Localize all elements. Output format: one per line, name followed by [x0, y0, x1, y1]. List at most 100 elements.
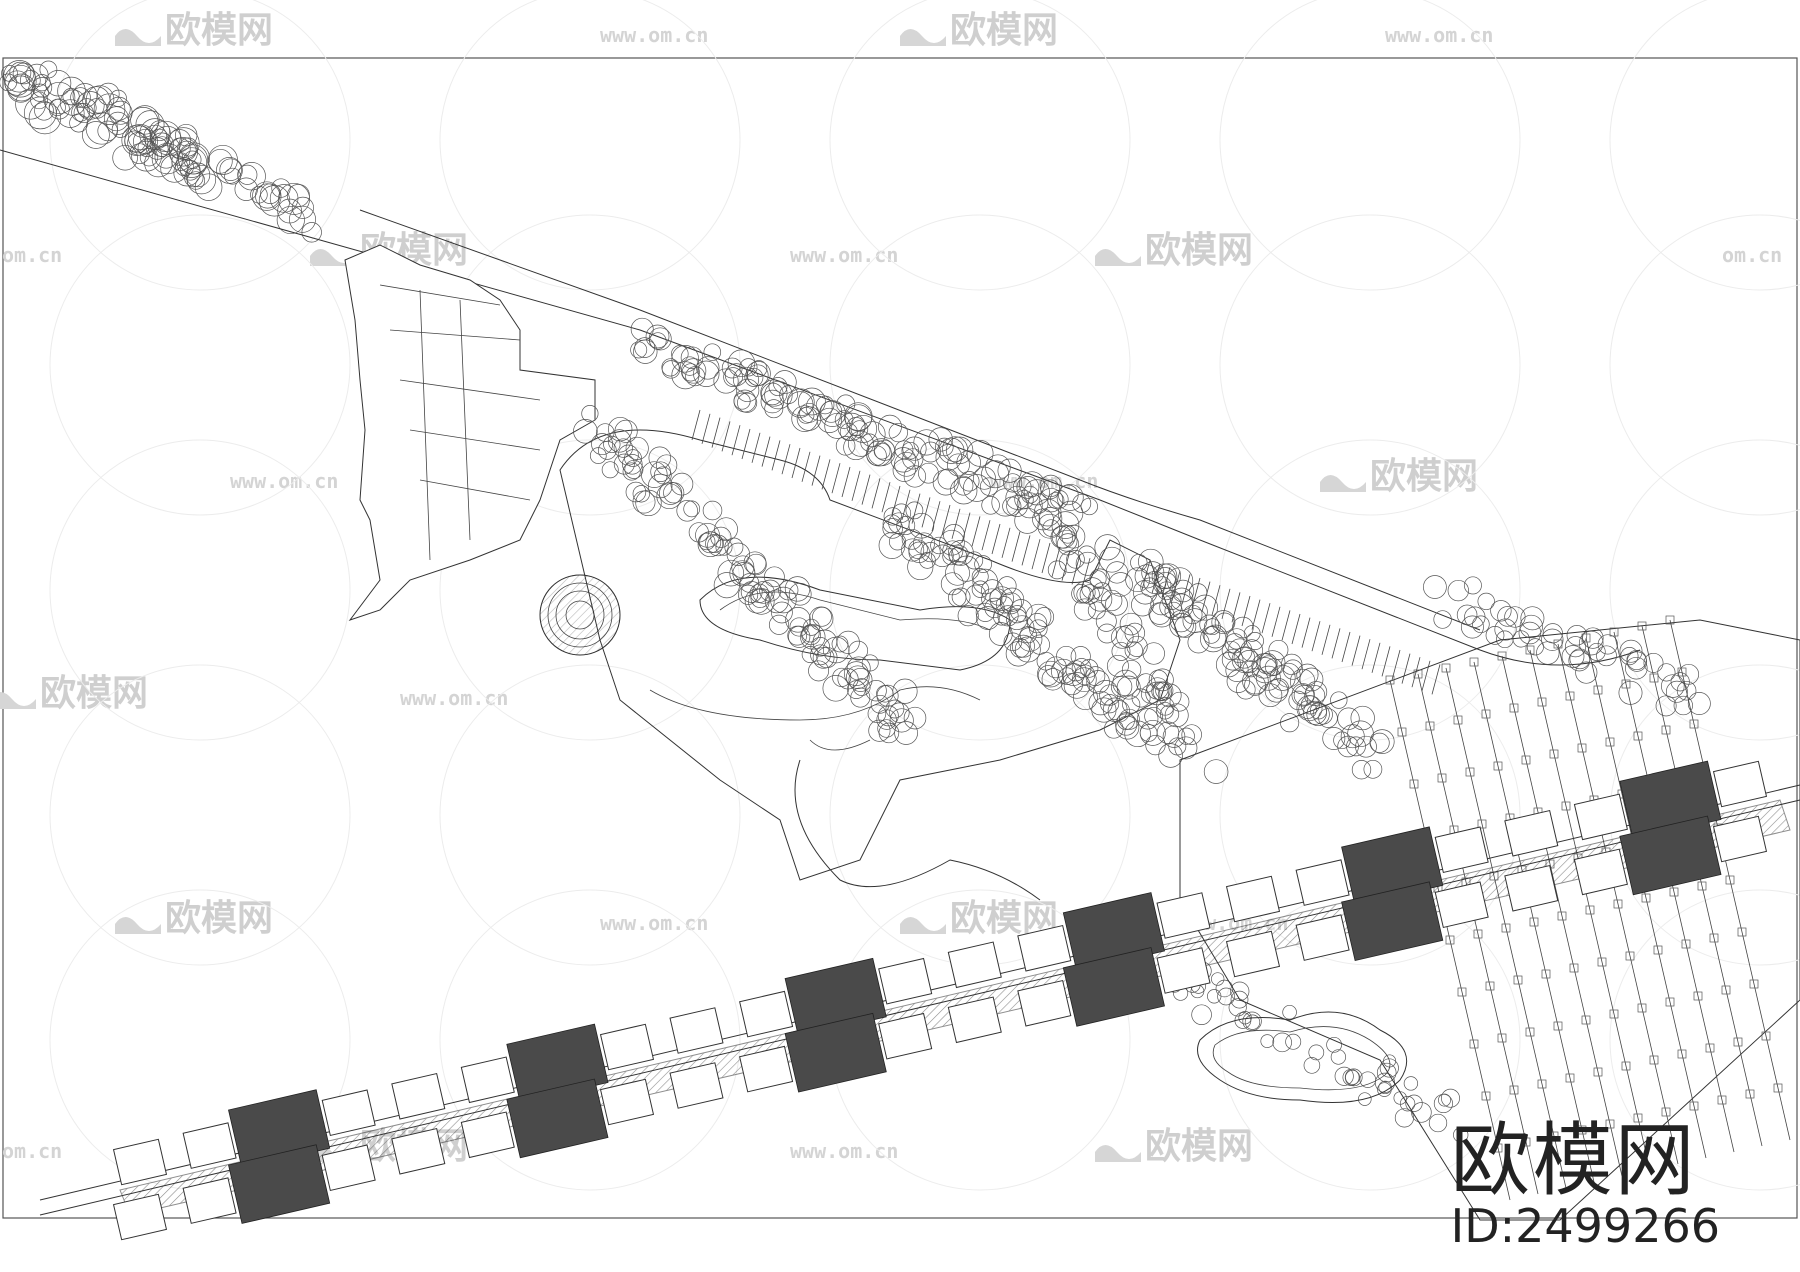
tree — [873, 442, 891, 460]
villa-unit — [1521, 755, 1531, 765]
tree — [1038, 507, 1063, 531]
promenade-pavilion — [228, 1144, 331, 1224]
tree — [72, 83, 98, 108]
promenade-unit — [1712, 815, 1768, 863]
tree — [1438, 1093, 1451, 1107]
parking-stall — [1381, 646, 1391, 677]
tree — [1333, 731, 1351, 750]
tree — [1369, 732, 1390, 753]
tree — [1071, 584, 1091, 604]
tree — [1058, 484, 1079, 506]
villa-unit — [1561, 801, 1571, 811]
tree — [688, 522, 709, 543]
villa-unit — [1609, 627, 1619, 637]
tree — [1322, 727, 1346, 750]
watermark-sofa-icon — [1320, 475, 1366, 492]
villa-unit — [1621, 679, 1631, 689]
tree — [301, 222, 322, 243]
tree — [647, 473, 673, 499]
tree — [1108, 572, 1133, 597]
tree — [965, 584, 987, 606]
tree — [82, 121, 110, 149]
parking-stall — [971, 516, 981, 547]
promenade-unit — [321, 1144, 376, 1192]
tree — [903, 465, 927, 488]
villa-unit — [1633, 731, 1643, 741]
tree — [771, 601, 793, 624]
tree — [1376, 1062, 1397, 1083]
tree — [1016, 492, 1043, 519]
watermark-url: www.om.cn — [600, 23, 708, 47]
watermark-url: www.om.cn — [400, 686, 508, 710]
tree — [3, 60, 36, 93]
tree — [1620, 647, 1639, 666]
parking-stall — [1041, 542, 1051, 574]
tree — [1227, 638, 1253, 664]
tree — [607, 429, 632, 453]
main-road-edge-inner — [359, 209, 1481, 631]
tree — [713, 572, 740, 599]
clubhouse-building — [344, 244, 596, 621]
tree — [877, 705, 899, 727]
tree — [808, 660, 830, 682]
tree — [1268, 678, 1290, 699]
tree — [1226, 669, 1250, 693]
tree — [1337, 735, 1359, 758]
tree — [876, 684, 899, 707]
villa-unit — [1477, 819, 1487, 829]
parking-stall — [991, 523, 1001, 555]
tree — [216, 157, 243, 184]
tree — [1494, 618, 1517, 641]
promenade-unit — [947, 996, 1002, 1044]
tree — [885, 699, 905, 719]
villa-unit — [1529, 917, 1539, 927]
tree — [680, 356, 700, 376]
tree — [1203, 759, 1229, 784]
tree — [972, 466, 996, 490]
tree — [848, 667, 873, 692]
tree — [1070, 646, 1091, 667]
tree — [648, 446, 672, 470]
tree — [670, 472, 694, 496]
tree — [139, 148, 159, 167]
tree — [760, 379, 788, 407]
tree — [1433, 1093, 1453, 1114]
parking-stall — [731, 425, 741, 456]
villa-unit — [1509, 1085, 1519, 1095]
tree — [1264, 679, 1289, 703]
tree — [948, 588, 967, 607]
parking-stall — [1211, 585, 1221, 616]
villa-unit — [1441, 663, 1451, 673]
tree — [831, 635, 849, 653]
villa-unit — [1597, 957, 1607, 967]
tree — [1456, 604, 1478, 626]
tree — [1518, 621, 1542, 645]
tree — [748, 588, 775, 615]
tree — [1097, 623, 1117, 644]
tree — [1285, 1033, 1302, 1050]
villa-row-line — [1613, 631, 1735, 1153]
tree — [613, 438, 633, 458]
tree — [931, 544, 954, 568]
tree — [1131, 688, 1151, 708]
tree — [676, 500, 698, 522]
tree — [1351, 760, 1372, 780]
parking-stall — [1181, 574, 1191, 605]
tree — [634, 337, 656, 358]
tree — [1330, 691, 1348, 709]
tree — [1137, 708, 1159, 730]
parking-stall — [1161, 567, 1171, 598]
villa-unit — [1641, 893, 1651, 903]
tree — [48, 98, 66, 117]
tree — [1088, 690, 1113, 716]
tree — [1447, 579, 1469, 602]
tree — [787, 625, 808, 646]
parking-stall — [1331, 628, 1341, 659]
parking-stall — [1231, 592, 1241, 623]
tree — [260, 183, 281, 204]
promenade-unit — [1295, 914, 1350, 961]
parking-stall — [861, 474, 871, 505]
tree — [707, 534, 729, 557]
tree — [1107, 700, 1130, 723]
tree — [877, 719, 896, 738]
